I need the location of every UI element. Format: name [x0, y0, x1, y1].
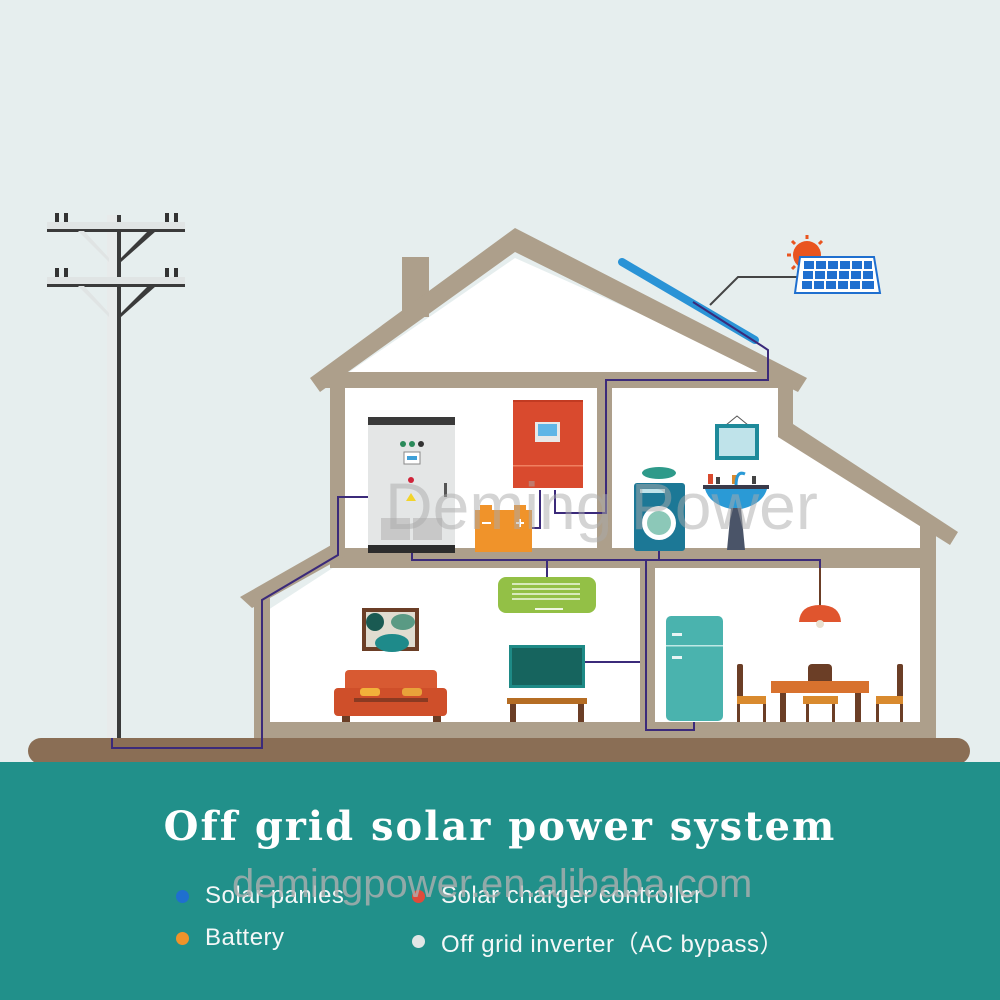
- legend-label: Off grid inverter（AC bypass）: [441, 931, 785, 958]
- utility-pole: [47, 213, 185, 740]
- red-dot-icon: [412, 889, 425, 903]
- washing-machine: [634, 467, 685, 551]
- ground: [28, 738, 970, 764]
- legend-item-solar-panels: Solar panles: [176, 882, 344, 910]
- white-dot-icon: [412, 935, 425, 948]
- blue-dot-icon: [176, 889, 189, 903]
- diagram-title: Off grid solar power system: [163, 803, 837, 850]
- legend-label: Solar charger controller: [441, 882, 703, 909]
- legend-label: Battery: [205, 924, 285, 951]
- sink: [703, 471, 769, 550]
- television: [507, 645, 587, 722]
- solar-panel-icon: [793, 256, 882, 294]
- solar-charger-controller: [513, 400, 583, 488]
- sofa: [334, 670, 447, 722]
- wiring: [111, 301, 821, 749]
- off-grid-inverter: [368, 417, 455, 553]
- footer-panel: [0, 762, 1000, 1000]
- legend-item-off-grid-inverter: Off grid inverter（AC bypass）: [412, 924, 784, 959]
- mirror: [715, 415, 759, 460]
- wall-painting: [362, 608, 419, 652]
- legend-item-battery: Battery: [176, 924, 285, 952]
- legend-item-solar-charger-controller: Solar charger controller: [412, 882, 702, 910]
- refrigerator: [666, 616, 723, 721]
- dining-set: [737, 664, 903, 722]
- battery: [475, 505, 532, 552]
- pendant-lamp: [799, 568, 841, 628]
- legend-label: Solar panles: [205, 882, 345, 909]
- orange-dot-icon: [176, 931, 189, 945]
- air-conditioner: [498, 577, 596, 613]
